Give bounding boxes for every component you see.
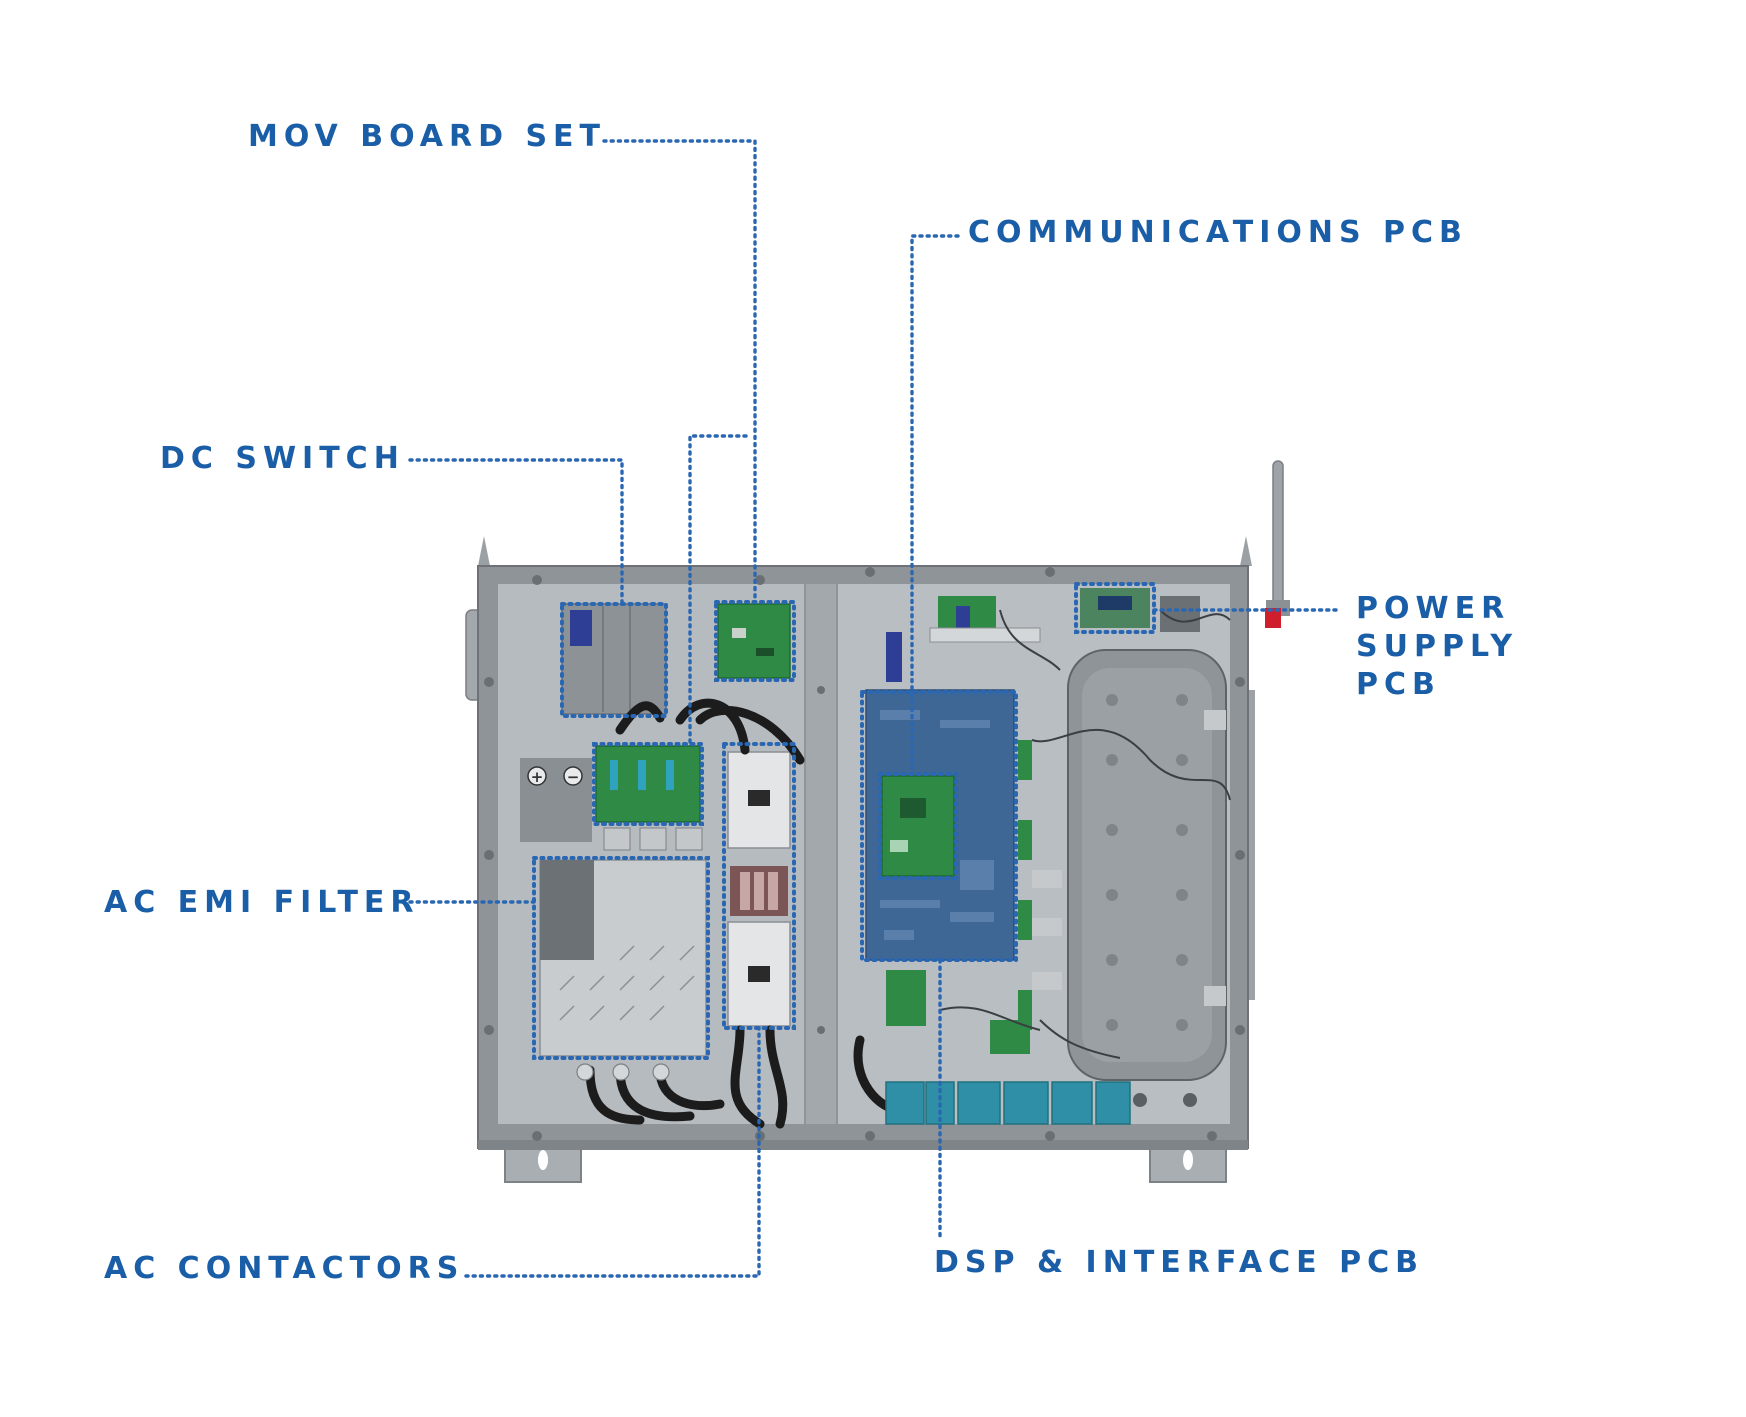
highlight-dc-switch xyxy=(560,602,668,718)
leader-mov-board-secondary xyxy=(688,434,748,746)
antenna xyxy=(1272,460,1284,610)
label-power-supply-pcb-line-1: POWER xyxy=(1356,591,1511,626)
label-power-supply-pcb-line-3: PCB xyxy=(1356,667,1441,702)
label-dsp-interface-pcb: DSP & INTERFACE PCB xyxy=(934,1245,1424,1280)
right-lift-tab xyxy=(1240,536,1252,566)
power-supply-connector xyxy=(1265,608,1281,628)
label-ac-contactors: AC CONTACTORS xyxy=(104,1251,465,1286)
highlight-ac-emi-filter xyxy=(532,856,710,1060)
svg-text:+: + xyxy=(531,768,544,786)
cable-lugs xyxy=(576,1063,670,1081)
communications-module xyxy=(881,775,955,877)
label-power-supply-pcb-line-2: SUPPLY xyxy=(1356,629,1519,664)
leader-mov-board-set xyxy=(602,139,757,604)
signal-wires xyxy=(939,609,1231,1059)
label-ac-emi-filter: AC EMI FILTER xyxy=(104,885,420,920)
highlight-fuse-board xyxy=(592,742,704,826)
leader-dc-switch xyxy=(408,458,624,606)
left-foot-hole xyxy=(538,1150,548,1170)
highlight-communications-pcb xyxy=(878,772,958,880)
ac-contactor-top xyxy=(727,751,791,849)
mov-board xyxy=(717,603,791,679)
dc-positive-terminal xyxy=(527,766,547,786)
leader-communications-pcb xyxy=(910,234,960,776)
label-communications-pcb: COMMUNICATIONS PCB xyxy=(968,215,1468,250)
label-dc-switch: DC SWITCH xyxy=(160,441,405,476)
right-foot-hole xyxy=(1183,1150,1193,1170)
svg-text:−: − xyxy=(567,768,580,786)
right-side-bracket xyxy=(1245,690,1255,1000)
center-divider xyxy=(806,584,836,1124)
enclosure-bottom-lip xyxy=(478,1140,1248,1150)
highlight-power-supply-pcb xyxy=(1074,582,1156,634)
left-lift-tab xyxy=(478,536,490,566)
dc-switch-knob xyxy=(570,610,592,646)
label-mov-board-set: MOV BOARD SET xyxy=(248,119,607,154)
dc-negative-terminal xyxy=(563,766,583,786)
capacitor-bank xyxy=(885,1081,1131,1125)
lower-green-board xyxy=(886,970,926,1026)
enclosure-screws xyxy=(484,567,1245,1141)
